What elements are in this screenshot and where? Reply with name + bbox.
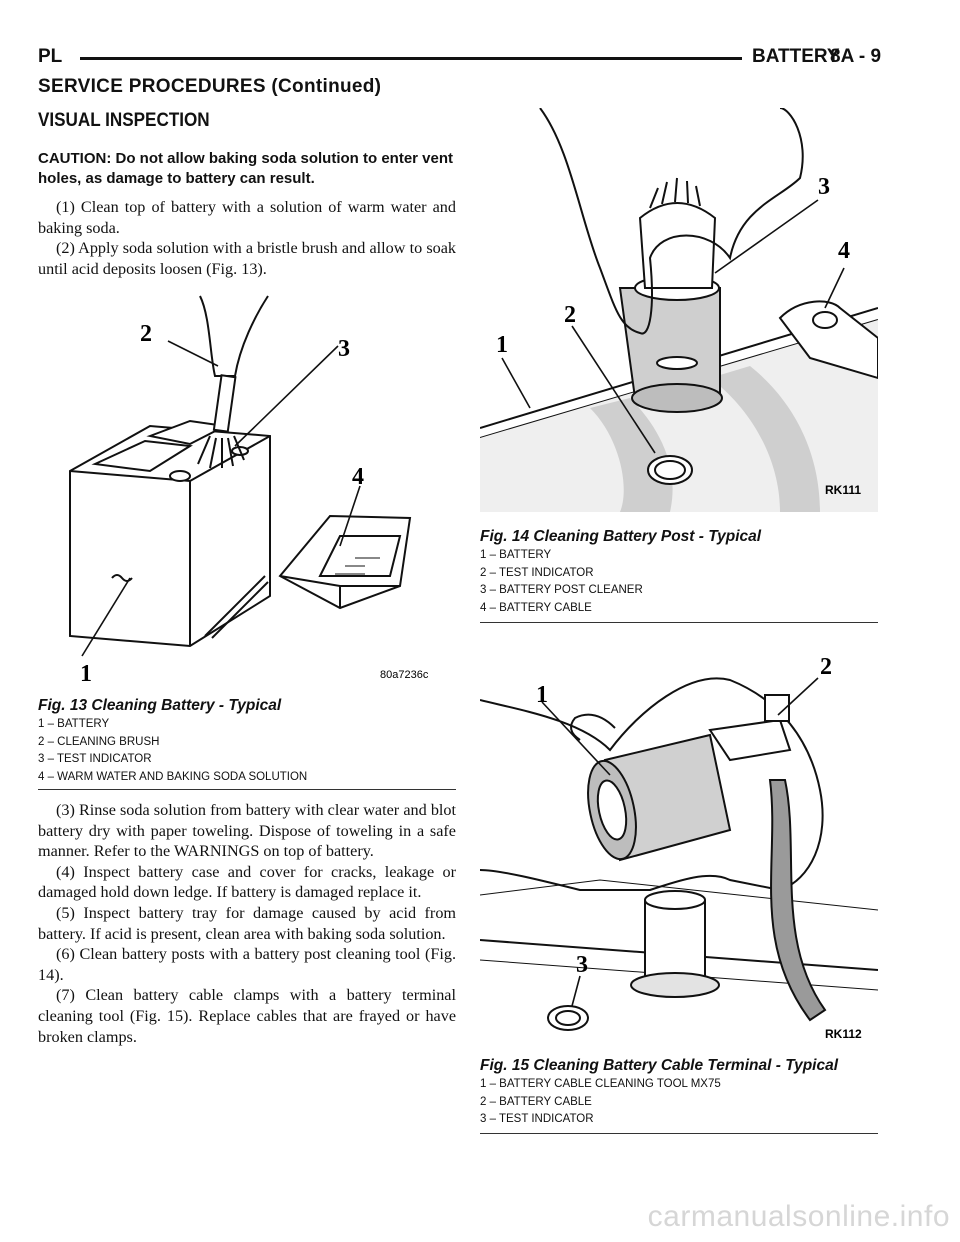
watermark: carmanualsonline.info [647, 1200, 950, 1233]
header-left: PL [38, 46, 63, 67]
legend-item: 4 – WARM WATER AND BAKING SODA SOLUTION [38, 770, 308, 783]
fig15-callout-3: 3 [576, 952, 588, 978]
fig15-rule [480, 1133, 878, 1134]
paragraph: (5) Inspect battery tray for damage caus… [38, 903, 456, 943]
header-rule [80, 57, 820, 60]
legend-item: 1 – BATTERY CABLE CLEANING TOOL MX75 [480, 1078, 721, 1090]
caution-text: CAUTION: Do not allow baking soda soluti… [38, 150, 454, 187]
legend-item: 3 – TEST INDICATOR [480, 1113, 594, 1125]
fig15-legend: 1 – BATTERY CABLE CLEANING TOOL MX75 2 –… [480, 1076, 721, 1129]
paragraph: (7) Clean battery cable clamps with a ba… [38, 986, 456, 1046]
fig15-callout-1: 1 [536, 682, 548, 708]
fig13-callout-3: 3 [338, 336, 350, 362]
paragraph: (6) Clean battery posts with a battery p… [38, 945, 456, 984]
fig14-code: RK111 [825, 483, 861, 497]
fig13-callout-4: 4 [352, 464, 364, 490]
body-bottom: (3) Rinse soda solution from battery wit… [38, 800, 456, 1047]
subsection-title: VISUAL INSPECTION [38, 110, 210, 131]
fig14-rule [480, 622, 878, 623]
figure-13-illustration: 1 2 3 4 80a7236c [40, 286, 460, 687]
legend-item: 3 – BATTERY POST CLEANER [480, 584, 643, 596]
fig13-legend: 1 – BATTERY 2 – CLEANING BRUSH 3 – TEST … [38, 716, 307, 786]
fig13-callout-1: 1 [80, 661, 92, 682]
fig14-legend: 1 – BATTERY 2 – TEST INDICATOR 3 – BATTE… [480, 547, 643, 617]
figure-15-illustration: 1 2 3 RK112 [479, 640, 879, 1045]
fig15-code: RK112 [825, 1027, 862, 1041]
legend-item: 3 – TEST INDICATOR [38, 753, 152, 765]
page-number: 8A - 9 [830, 46, 882, 67]
fig14-callout-2: 2 [564, 302, 576, 328]
fig14-callout-4: 4 [838, 238, 850, 264]
legend-item: 1 – BATTERY [480, 549, 552, 561]
legend-item: 4 – BATTERY CABLE [480, 601, 592, 614]
header-title: BATTERY [742, 46, 840, 68]
paragraph: (2) Apply soda solution with a bristle b… [38, 239, 456, 278]
fig13-callout-2: 2 [140, 321, 152, 347]
legend-item: 2 – TEST INDICATOR [480, 566, 594, 579]
paragraph: (1) Clean top of battery with a solution… [38, 198, 456, 237]
body-top: (1) Clean top of battery with a solution… [38, 197, 456, 279]
fig14-callout-1: 1 [496, 332, 508, 358]
fig15-caption: Fig. 15 Cleaning Battery Cable Terminal … [480, 1057, 839, 1074]
figure-14-illustration: 1 2 3 4 RK111 [479, 107, 879, 512]
paragraph: (3) Rinse soda solution from battery wit… [38, 801, 456, 861]
fig15-callout-2: 2 [820, 654, 832, 680]
fig13-code: 80a7236c [380, 669, 429, 681]
legend-item: 1 – BATTERY [38, 718, 110, 730]
fig14-caption: Fig. 14 Cleaning Battery Post - Typical [480, 528, 762, 545]
fig13-caption: Fig. 13 Cleaning Battery - Typical [38, 697, 282, 714]
legend-item: 2 – CLEANING BRUSH [38, 735, 160, 748]
section-title: SERVICE PROCEDURES (Continued) [38, 76, 382, 97]
fig13-rule [38, 789, 456, 790]
legend-item: 2 – BATTERY CABLE [480, 1095, 592, 1108]
fig14-callout-3: 3 [818, 174, 830, 200]
paragraph: (4) Inspect battery case and cover for c… [38, 862, 456, 902]
